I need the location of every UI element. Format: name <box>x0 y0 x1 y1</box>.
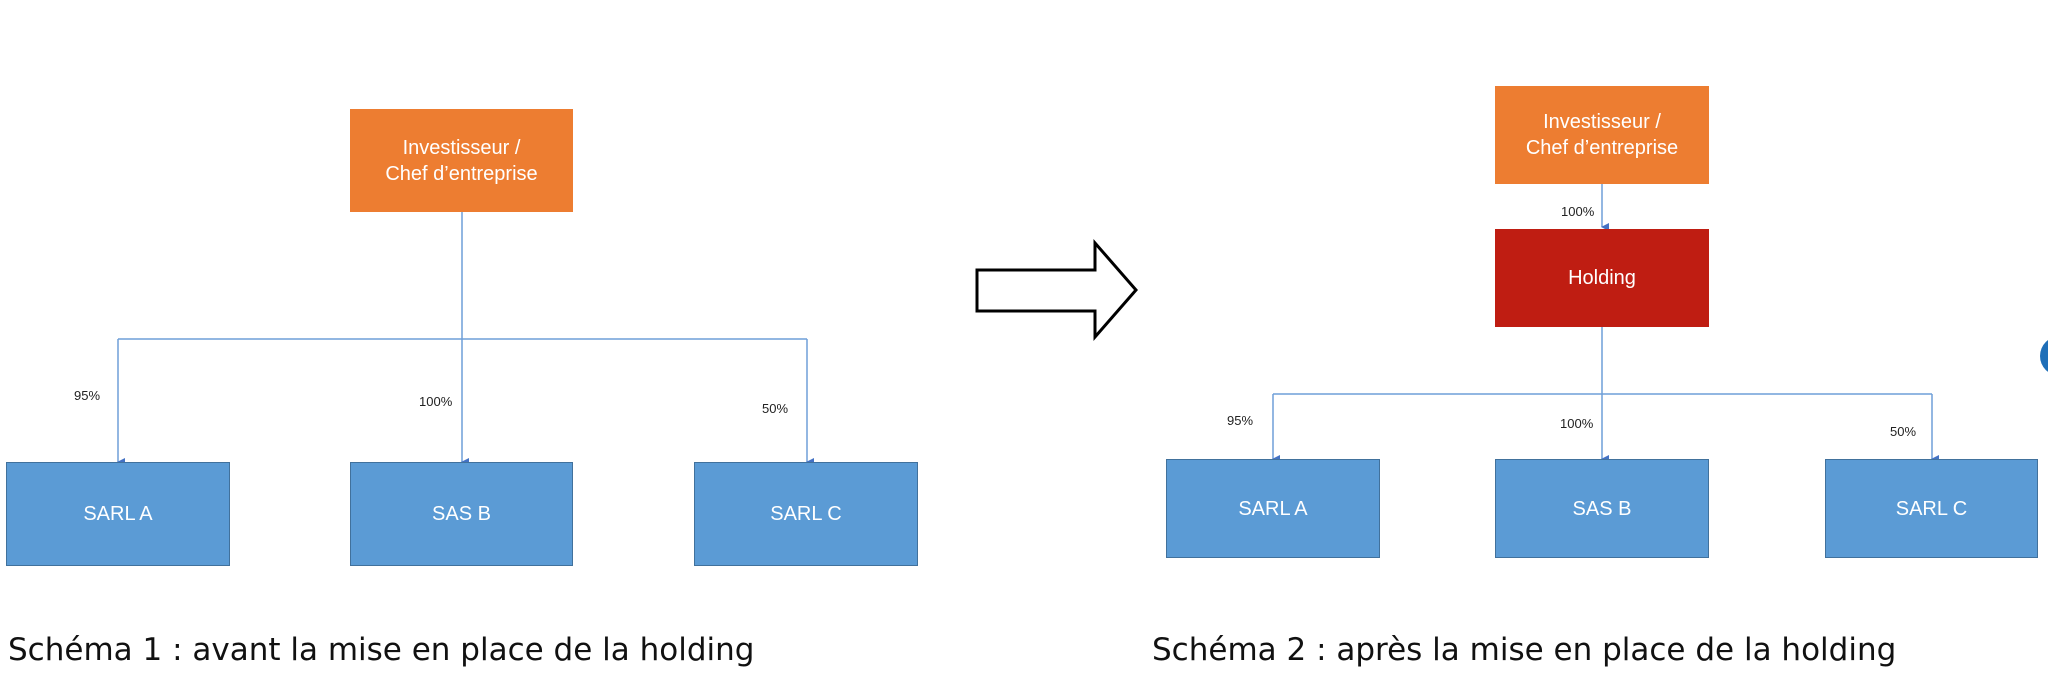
right-arrow-icon <box>975 238 1138 342</box>
schema1-sarl-c-label: SARL C <box>770 503 842 525</box>
schema1-sas-b-label: SAS B <box>432 503 491 525</box>
schema1-connectors <box>117 212 814 466</box>
schema2-holding-percent: 100% <box>1561 204 1595 219</box>
schema2-sarl-a-label: SARL A <box>1238 497 1308 520</box>
schema1-sarl-c-box: SARL C <box>694 462 918 566</box>
schema1-caption: Schéma 1 : avant la mise en place de la … <box>8 632 755 668</box>
schema2-investor-label: Investisseur / Chef d’entreprise <box>1525 111 1679 159</box>
schema2-sas-b-label: SAS B <box>1572 497 1632 520</box>
schema2-holding-label: Holding <box>1568 267 1636 289</box>
edge-scroll-indicator <box>2040 336 2048 376</box>
schema1-investor-label: Investisseur / Chef d’entreprise <box>385 136 538 185</box>
schema2-holding-box: Holding <box>1495 229 1709 327</box>
schema1-sarl-a-percent: 95% <box>74 388 101 403</box>
schema2-sas-b-percent: 100% <box>1560 416 1594 431</box>
schema2-caption: Schéma 2 : après la mise en place de la … <box>1152 632 1897 668</box>
schema1-sarl-a-box: SARL A <box>6 462 230 566</box>
schema2-sarl-c-box: SARL C <box>1825 459 2038 558</box>
schema1-sas-b-percent: 100% <box>419 394 453 409</box>
schema2-sarl-c-percent: 50% <box>1890 424 1917 439</box>
schema2-connectors <box>1272 184 1939 463</box>
schema2-sarl-c-label: SARL C <box>1895 497 1968 520</box>
schema1-sas-b-box: SAS B <box>350 462 573 566</box>
schema1-investor-box: Investisseur / Chef d’entreprise <box>350 109 573 212</box>
schema1-sarl-c-percent: 50% <box>762 401 789 416</box>
schema2-sas-b-box: SAS B <box>1495 459 1709 558</box>
schema2-sarl-a-percent: 95% <box>1227 413 1254 428</box>
schema2-sarl-a-box: SARL A <box>1166 459 1380 558</box>
schema2-investor-box: Investisseur / Chef d’entreprise <box>1495 86 1709 184</box>
schema1-sarl-a-label: SARL A <box>83 503 153 525</box>
